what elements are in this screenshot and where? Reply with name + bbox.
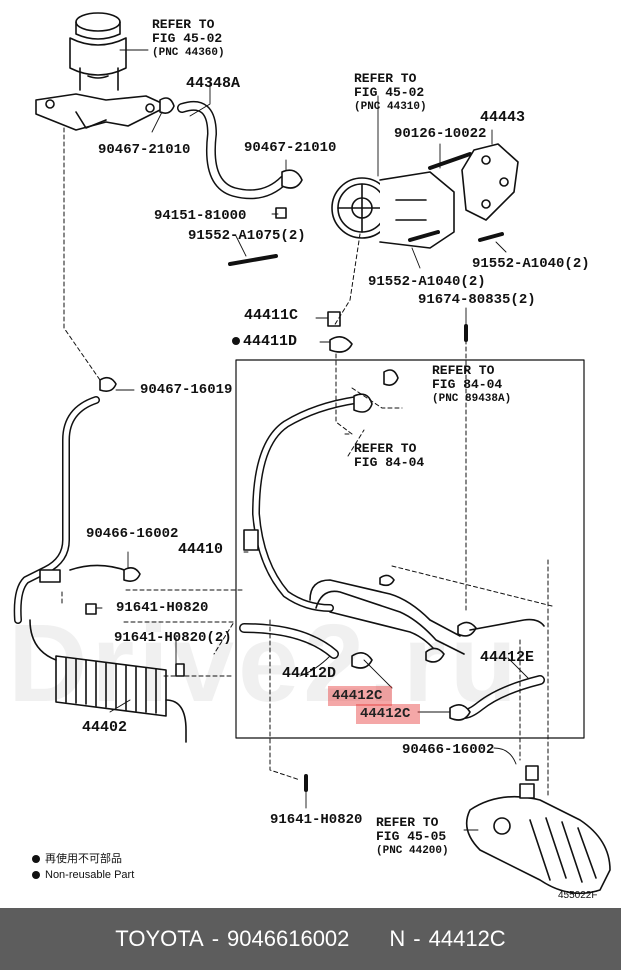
footer-brand: TOYOTA bbox=[115, 926, 204, 951]
footer-code-prefix: N bbox=[389, 926, 406, 951]
ref-fig-45-02-a[interactable]: REFER TO FIG 45-02 (PNC 44360) bbox=[152, 17, 225, 60]
watermark: Drive2.ru bbox=[8, 602, 521, 725]
reservoir-tank bbox=[69, 12, 127, 91]
label-90466-16002-a[interactable]: 90466-16002 bbox=[86, 526, 179, 542]
diagram-drawing bbox=[13, 12, 611, 895]
ref-fig-84-04-a[interactable]: REFER TO FIG 84-04 (PNC 89438A) bbox=[432, 363, 512, 406]
return-pipe bbox=[13, 376, 141, 624]
pressure-hose bbox=[243, 369, 399, 612]
highlight-44412C-a[interactable]: 44412C bbox=[328, 686, 392, 706]
ref-fig-45-02-b[interactable]: REFER TO FIG 45-02 (PNC 44310) bbox=[354, 71, 427, 114]
bullet-icon bbox=[32, 871, 40, 880]
label-44402[interactable]: 44402 bbox=[82, 719, 128, 736]
label-44412D[interactable]: 44412D bbox=[282, 665, 337, 682]
label-44411D[interactable]: 44411D bbox=[232, 334, 297, 350]
label-91552-A1040-b[interactable]: 91552-A1040(2) bbox=[368, 274, 486, 290]
label-44410[interactable]: 44410 bbox=[178, 541, 224, 558]
label-44348A[interactable]: 44348A bbox=[186, 75, 241, 92]
hose-44348A bbox=[177, 100, 289, 200]
steel-tubes bbox=[309, 574, 545, 663]
ref-fig-45-05[interactable]: REFER TO FIG 45-05 (PNC 44200) bbox=[376, 815, 449, 858]
label-90467-21010-a[interactable]: 90467-21010 bbox=[98, 142, 191, 158]
footer-code[interactable]: 44412C bbox=[428, 926, 506, 951]
label-90467-21010-b[interactable]: 90467-21010 bbox=[244, 140, 337, 156]
pump-bracket bbox=[461, 143, 519, 221]
label-44443[interactable]: 44443 bbox=[480, 109, 526, 126]
reservoir-bracket bbox=[35, 93, 169, 131]
figure-code: 455022F bbox=[558, 890, 598, 901]
label-90466-16002-b[interactable]: 90466-16002 bbox=[402, 742, 495, 758]
footer-sep: - bbox=[211, 926, 220, 951]
label-91641-H0820-b[interactable]: 91641-H0820(2) bbox=[114, 630, 232, 646]
footer-part-number[interactable]: 9046616002 bbox=[227, 926, 350, 951]
highlight-44412C-b[interactable]: 44412C bbox=[356, 704, 420, 724]
label-91641-H0820-a[interactable]: 91641-H0820 bbox=[116, 600, 209, 616]
return-hose-44412D bbox=[239, 623, 339, 659]
ref-fig-84-04-b[interactable]: REFER TO FIG 84-04 bbox=[354, 441, 425, 470]
label-90467-16019[interactable]: 90467-16019 bbox=[140, 382, 233, 398]
parts-diagram: Drive2.ru REFER TO FIG 45-02 (PNC 44360)… bbox=[8, 12, 611, 901]
label-90126-10022[interactable]: 90126-10022 bbox=[394, 126, 487, 142]
footer-sep: - bbox=[413, 926, 421, 951]
legend-nonreusable: Non-reusable Part bbox=[32, 868, 134, 882]
label-91641-H0820-c[interactable]: 91641-H0820 bbox=[270, 812, 363, 828]
pump bbox=[331, 171, 455, 249]
label-91674-80835[interactable]: 91674-80835(2) bbox=[418, 292, 536, 308]
label-44412E[interactable]: 44412E bbox=[480, 649, 535, 666]
nonreusable-dot-icon bbox=[232, 337, 240, 346]
label-91552-A1075[interactable]: 91552-A1075(2) bbox=[188, 228, 306, 244]
label-44411C[interactable]: 44411C bbox=[244, 307, 299, 324]
footer-bar: TOYOTA - 9046616002 N - 44412C bbox=[0, 908, 621, 970]
steering-gear bbox=[465, 783, 611, 895]
legend-reusable: 再使用不可部品 bbox=[32, 852, 122, 866]
label-91552-A1040-a[interactable]: 91552-A1040(2) bbox=[472, 256, 590, 272]
bullet-icon bbox=[32, 855, 40, 864]
oil-cooler bbox=[29, 619, 187, 743]
label-94151-81000[interactable]: 94151-81000 bbox=[154, 208, 247, 224]
